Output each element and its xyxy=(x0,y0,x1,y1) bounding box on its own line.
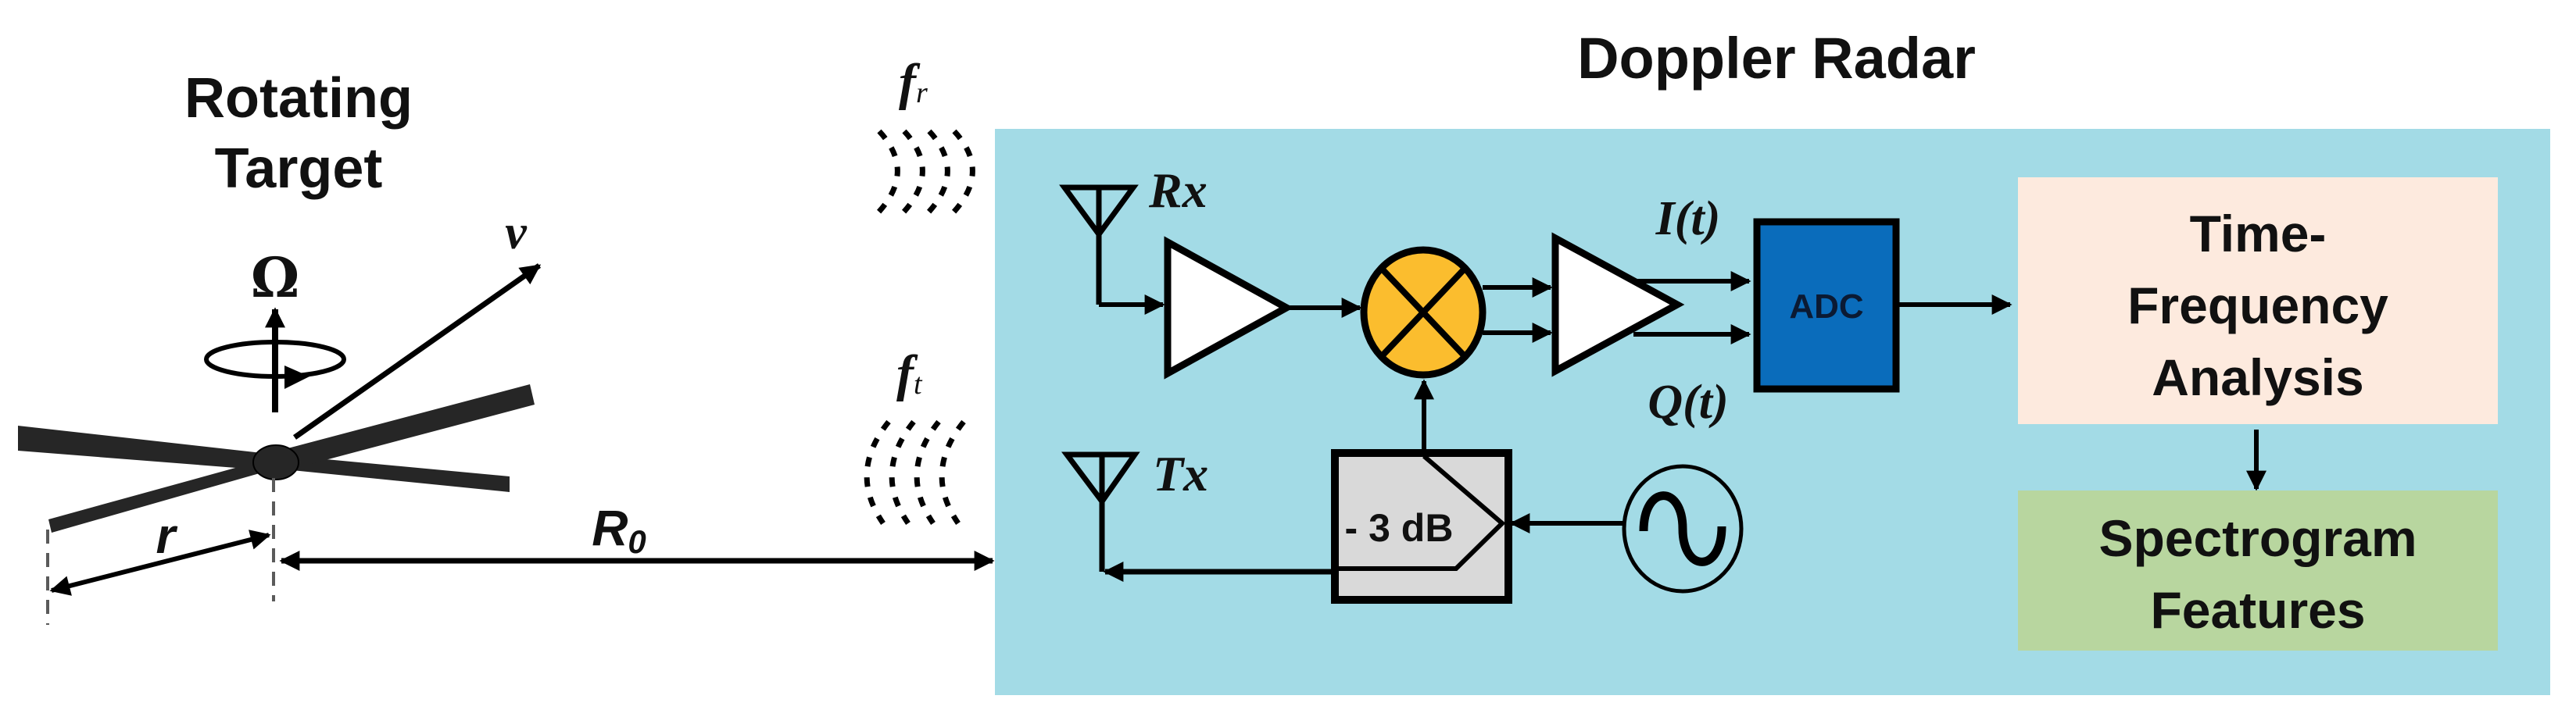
spectrogram-features-block xyxy=(2018,490,2498,651)
transmitted-waves-icon xyxy=(864,419,966,525)
rx-label: Rx xyxy=(1148,162,1208,218)
splitter-label: - 3 dB xyxy=(1345,506,1454,550)
tf-label-line3: Analysis xyxy=(2152,348,2363,406)
velocity-label: v xyxy=(505,206,528,259)
low-noise-amplifier-icon xyxy=(1164,236,1294,380)
blade-left-upper xyxy=(18,426,276,471)
tx-antenna-icon xyxy=(1061,451,1140,572)
radius-label: r xyxy=(156,508,178,564)
tf-label-line2: Frequency xyxy=(2127,276,2388,334)
i-channel-label: I(t) xyxy=(1655,192,1721,245)
transmitted-wave-group: ft xyxy=(864,345,966,525)
tf-label-line1: Time- xyxy=(2190,205,2327,262)
spectrogram-label-line1: Spectrogram xyxy=(2098,509,2417,567)
spectrogram-label-line2: Features xyxy=(2150,581,2365,639)
target-title-line1: Rotating xyxy=(184,67,413,130)
rx-antenna-icon xyxy=(1059,184,1139,305)
mixer-icon xyxy=(1360,246,1487,379)
adc-label: ADC xyxy=(1789,287,1863,326)
rotation-ellipse-icon xyxy=(204,340,346,379)
radius-arrow xyxy=(49,530,271,596)
rotating-target-group: Rotating Target Ω v r R0 xyxy=(18,67,995,625)
blade-right-lower xyxy=(276,455,510,492)
adc-block xyxy=(1753,218,1900,393)
omega-label: Ω xyxy=(251,245,299,310)
tx-label: Tx xyxy=(1153,446,1208,501)
rotor-hub xyxy=(252,444,299,480)
received-frequency-label: fr xyxy=(899,54,928,111)
transmitted-frequency-label: ft xyxy=(896,345,923,402)
blade-left-lower xyxy=(48,458,276,533)
velocity-arrow xyxy=(292,263,542,440)
time-frequency-analysis-block xyxy=(2018,177,2498,424)
received-wave-group: fr xyxy=(871,54,975,219)
q-channel-label: Q(t) xyxy=(1648,376,1728,429)
oscillator-icon xyxy=(1622,464,1744,594)
blade-right-upper xyxy=(276,384,535,473)
rotation-direction-icon xyxy=(284,366,309,389)
radar-title: Doppler Radar xyxy=(1577,26,1976,91)
baseband-amplifier-icon xyxy=(1551,232,1685,377)
range-label: R0 xyxy=(592,500,646,560)
received-waves-icon xyxy=(871,129,975,219)
target-title-line2: Target xyxy=(215,137,383,200)
power-splitter-block xyxy=(1331,449,1512,604)
